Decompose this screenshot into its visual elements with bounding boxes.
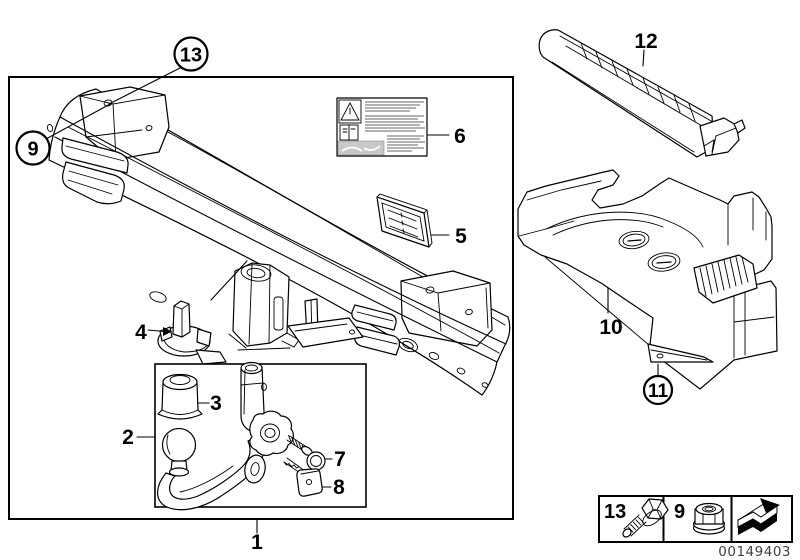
kit-boundary-box — [8, 76, 514, 520]
ball-cap-drawing — [157, 373, 203, 420]
trunk-trim-tray-drawing — [517, 169, 778, 390]
sticker-illustration-area — [337, 140, 385, 156]
hex-bolt-icon — [622, 498, 669, 538]
warning-triangle-icon — [338, 99, 362, 124]
legend-nut-label: 9 — [674, 501, 685, 523]
key-drawing — [283, 457, 323, 497]
socket-bracket-drawing — [157, 260, 248, 365]
sticker-text-lines — [365, 101, 425, 152]
legend-box: 13 9 — [598, 495, 793, 543]
callout-7: 7 — [334, 448, 346, 471]
detachable-towbar-drawing — [157, 361, 294, 511]
callout-5: 5 — [455, 225, 467, 248]
callout-1: 1 — [251, 531, 263, 554]
leader-line-13 — [108, 66, 183, 105]
callout-labels: 1 2 3 4 5 6 7 8 10 12 13 9 11 — [15, 30, 674, 554]
leader-line-4 — [147, 329, 165, 333]
callout-10: 10 — [599, 316, 622, 339]
bellows-strap — [693, 254, 758, 304]
locking-pin-drawing — [286, 434, 326, 471]
left-mounting-bracket-drawing — [79, 86, 170, 161]
flange-nut-icon — [692, 502, 726, 535]
callout-13: 13 — [180, 45, 202, 67]
callout-2: 2 — [122, 426, 134, 449]
callout-circle-13 — [173, 36, 209, 72]
callout-6: 6 — [454, 125, 466, 148]
callout-circle-9 — [15, 130, 51, 166]
leader-line-12 — [642, 49, 645, 67]
callout-9: 9 — [27, 139, 38, 161]
direction-of-travel-arrow-icon — [737, 498, 780, 535]
callout-3: 3 — [210, 392, 222, 415]
callout-12: 12 — [634, 30, 657, 53]
callout-8: 8 — [333, 476, 345, 499]
legend-bolt-label: 13 — [604, 501, 626, 523]
leader-line-9 — [45, 102, 113, 140]
leader-lines — [45, 49, 659, 534]
callout-4: 4 — [135, 321, 147, 344]
bumper-strip-drawing — [538, 29, 746, 158]
warning-label-drawing — [336, 97, 428, 157]
left-buffer-pad-drawing — [61, 137, 129, 205]
right-buffer-pad-drawing — [351, 304, 401, 356]
callout-11: 11 — [648, 381, 669, 402]
image-number: 00149403 — [718, 544, 791, 560]
leader-arrowhead-4 — [163, 327, 172, 336]
tray-mounting-tab — [647, 343, 714, 363]
towbar-subkit-box — [154, 363, 367, 508]
cover-plate-drawing — [376, 193, 433, 248]
callout-circle-11 — [642, 374, 674, 406]
hitch-receiver-drawing — [228, 262, 300, 351]
receiver-base-plate-drawing — [287, 298, 364, 348]
